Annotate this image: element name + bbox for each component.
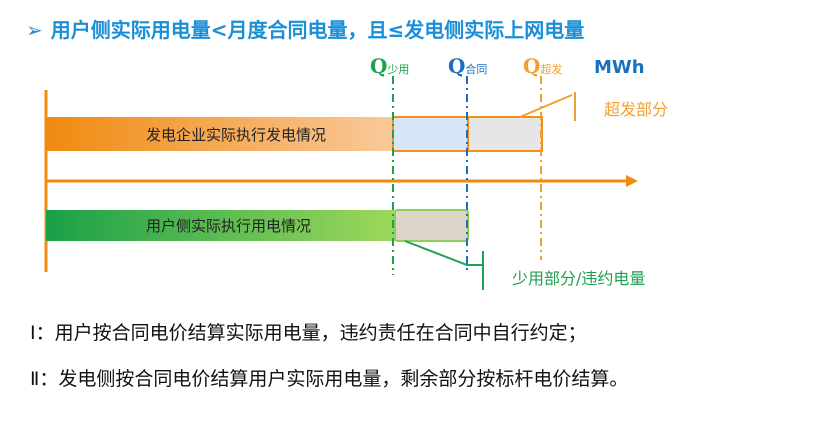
- page-title: ➢ 用户侧实际用电量<月度合同电量，且≤发电侧实际上网电量: [26, 14, 584, 43]
- q-shortfall-label: Q少用: [370, 54, 410, 78]
- q-contract-label: Q合同: [448, 54, 488, 78]
- axis-arrowhead: [626, 175, 638, 187]
- shortfall-leader: [404, 240, 482, 266]
- title-text: 用户侧实际用电量<月度合同电量，且≤发电侧实际上网电量: [50, 18, 585, 42]
- note-1: Ⅰ：用户按合同电价结算实际用电量，违约责任在合同中自行约定；: [30, 322, 587, 344]
- q-excess-label: Q超发: [523, 54, 563, 78]
- excess-leader: [519, 94, 573, 118]
- user-shortfall-segment: [394, 209, 469, 242]
- excess-annotation: 超发部分: [604, 100, 669, 119]
- gen-contract-segment: [392, 116, 469, 152]
- gen-excess-segment: [467, 116, 543, 152]
- user-bar-label: 用户侧实际执行用电情况: [146, 217, 312, 235]
- note-2: Ⅱ：发电侧按合同电价结算用户实际用电量，剩余部分按标杆电价结算。: [30, 368, 629, 390]
- shortfall-annotation: 少用部分/违约电量: [512, 269, 646, 288]
- gen-bar: [46, 117, 393, 151]
- unit-label: MWh: [594, 57, 645, 78]
- bullet-arrow-icon: ➢: [26, 18, 43, 42]
- user-bar: [46, 210, 395, 241]
- gen-bar-label: 发电企业实际执行发电情况: [146, 126, 327, 144]
